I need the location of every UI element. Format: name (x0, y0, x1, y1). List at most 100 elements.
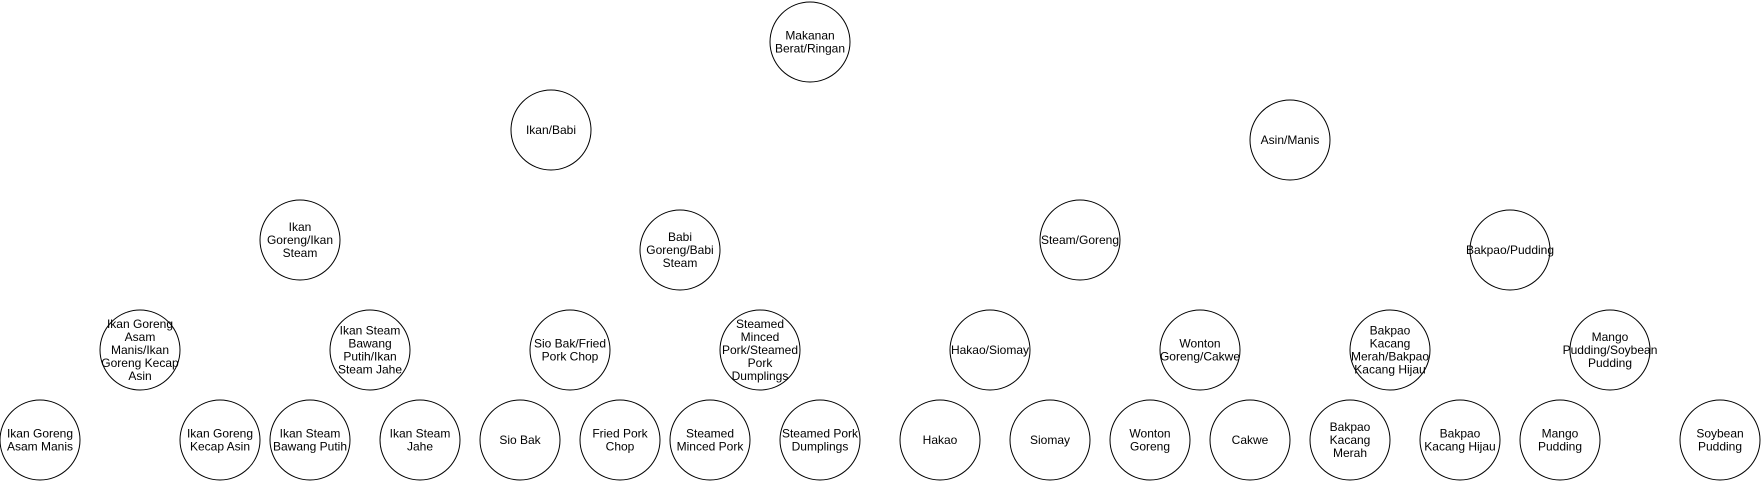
node-circle (769, 1, 851, 83)
node-circle (1159, 309, 1241, 391)
node-label-line: Hakao (923, 433, 958, 447)
node-label-line: Bakpao (1330, 420, 1371, 434)
node-circle (1209, 399, 1291, 481)
node-leaf-12: Cakwe (1209, 399, 1291, 481)
node-label-line: Sio Bak (499, 433, 541, 447)
node-label-line: Goreng/Cakwe (1160, 350, 1240, 364)
node-circle (579, 399, 661, 481)
node-bakpao-pudding: Bakpao/Pudding (1466, 209, 1554, 291)
node-label-line: Goreng (1130, 440, 1170, 454)
node-circle (1039, 199, 1121, 281)
node-label-line: Steamed (686, 427, 734, 441)
node-circle (379, 399, 461, 481)
node-steam-goreng: Steam/Goreng (1039, 199, 1121, 281)
node-label-line: Steam (663, 256, 698, 270)
node-asin-manis: Asin/Manis (1249, 99, 1331, 181)
node-circle (1569, 309, 1651, 391)
node-label-line: Pudding/Soybean (1563, 343, 1658, 357)
node-circle (269, 399, 351, 481)
node-label-line: Kacang Hijau (1424, 440, 1495, 454)
node-label-line: Kacang (1330, 433, 1371, 447)
node-circle (529, 309, 611, 391)
node-label-line: Pork Chop (542, 350, 599, 364)
node-circle (1249, 99, 1331, 181)
node-circle (329, 309, 411, 391)
node-label-line: Bawang (348, 337, 391, 351)
node-label-line: Chop (606, 440, 635, 454)
node-label-line: Ikan Goreng (187, 427, 253, 441)
node-circle (1419, 399, 1501, 481)
node-label-line: Berat/Ringan (775, 42, 845, 56)
node-label-line: Goreng/Babi (646, 243, 713, 257)
node-circle (179, 399, 261, 481)
node-circle (479, 399, 561, 481)
node-leaf-10: Siomay (1009, 399, 1091, 481)
node-label-line: Bakpao (1370, 324, 1411, 338)
node-label-line: Steam (283, 246, 318, 260)
node-label-line: Goreng Kecap (101, 356, 179, 370)
node-circle (510, 89, 592, 171)
node-circle (949, 309, 1031, 391)
node-label-line: Bawang Putih (273, 440, 347, 454)
node-label-line: Kacang (1370, 337, 1411, 351)
node-circle (1349, 309, 1431, 391)
node-label-line: Wonton (1129, 427, 1170, 441)
node-circle (1109, 399, 1191, 481)
node-label-line: Ikan Steam (340, 324, 401, 338)
node-circle (1519, 399, 1601, 481)
node-label-line: Bakpao/Pudding (1466, 243, 1554, 257)
node-label-line: Jahe (407, 440, 433, 454)
node-label-line: Steamed Pork (782, 427, 859, 441)
node-hakao-siomay: Hakao/Siomay (949, 309, 1031, 391)
node-label-line: Putih/Ikan (343, 350, 396, 364)
node-label-line: Ikan Steam (390, 427, 451, 441)
node-label-line: Mango (1592, 330, 1629, 344)
node-label-line: Ikan/Babi (526, 123, 576, 137)
node-label-line: Babi (668, 230, 692, 244)
node-label-line: Asam (125, 330, 156, 344)
node-label-line: Pork/Steamed (722, 343, 798, 357)
node-circle (639, 209, 721, 291)
node-label-line: Cakwe (1232, 433, 1269, 447)
node-label-line: Steamed (736, 317, 784, 331)
node-label-line: Ikan Steam (280, 427, 341, 441)
node-label-line: Minced Pork (677, 440, 745, 454)
node-label-line: Mango (1542, 427, 1579, 441)
node-label-line: Ikan Goreng (107, 317, 173, 331)
node-label-line: Dumplings (732, 369, 789, 383)
node-label-line: Manis/Ikan (111, 343, 169, 357)
node-label-line: Pork (748, 356, 774, 370)
node-label-line: Hakao/Siomay (951, 343, 1029, 357)
node-label-line: Soybean (1696, 427, 1743, 441)
node-label-line: Pudding (1538, 440, 1582, 454)
node-leaf-9: Hakao (899, 399, 981, 481)
node-circle (259, 199, 341, 281)
node-label-line: Steam/Goreng (1041, 233, 1119, 247)
node-label-line: Siomay (1030, 433, 1070, 447)
node-label-line: Asam Manis (7, 440, 73, 454)
node-label-line: Kacang Hijau (1354, 363, 1425, 377)
node-label-line: Merah/Bakpao (1351, 350, 1429, 364)
node-circle (1679, 399, 1761, 481)
node-leaf-5: Sio Bak (479, 399, 561, 481)
node-label-line: Asin/Manis (1261, 133, 1320, 147)
